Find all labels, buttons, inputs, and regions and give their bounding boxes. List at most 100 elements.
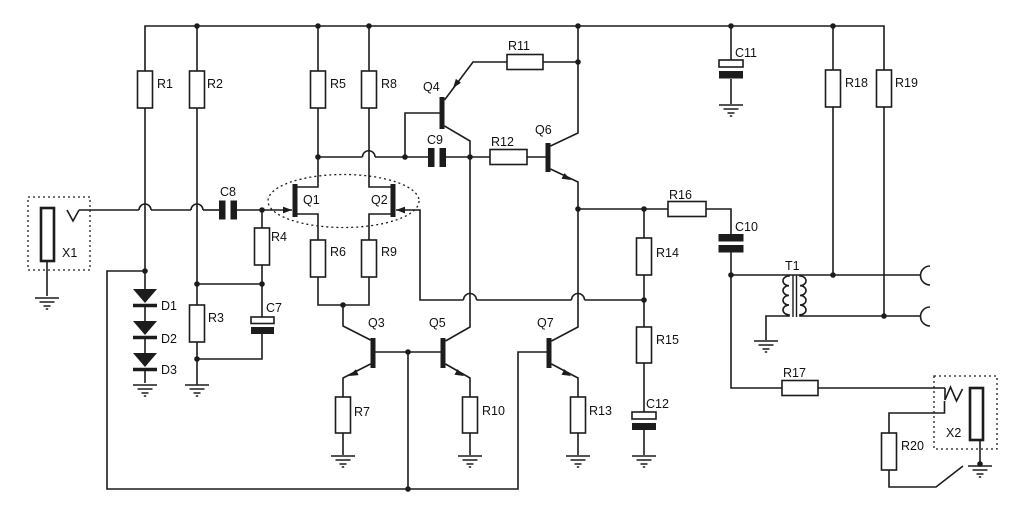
wires [79,25,981,490]
wire [144,25,885,72]
resistor-R18: R18 [824,69,868,108]
label-R10: R10 [482,404,505,418]
capacitor-C10: C10 [718,220,758,253]
diode-D1: D1 [133,289,177,313]
label-R7: R7 [354,405,370,419]
connector-X2: X2 [933,375,998,450]
resistor-R5: R5 [309,70,346,109]
jack-tip-contact [66,209,80,223]
resistor-R3: R3 [188,304,224,343]
junction-dot [405,486,411,492]
wire [368,213,391,240]
wire [706,208,732,234]
wire [297,108,319,188]
label-Q1: Q1 [303,193,320,207]
wire [888,401,946,433]
junction-dot [728,272,734,278]
connector-outline [27,196,91,271]
label-R14: R14 [656,246,679,260]
ground-icon [457,455,483,468]
wire [888,465,964,488]
junction-dot [340,302,346,308]
wire [445,363,471,397]
junction-dot [194,23,200,29]
wire [551,363,579,397]
label-C8: C8 [220,185,236,199]
label-R19: R19 [895,76,918,90]
resistor-R16: R16 [667,188,707,218]
label-X1: X1 [62,246,77,260]
ground-icon [132,384,158,397]
resistor-R1: R1 [136,70,173,109]
junction-dot [259,207,265,213]
label-D1: D1 [161,299,177,313]
junction-dot [977,461,983,467]
junction-dot [259,281,265,287]
transistor-Q4: Q4 [423,78,461,129]
transistors: Q1 Q2 Q3 Q5 Q7 Q6 [267,78,571,376]
resistor-R17: R17 [781,366,819,397]
resistor-R4: R4 [253,227,287,266]
junction-dot [575,59,581,65]
label-R16: R16 [669,188,692,202]
junction-dot [881,313,887,319]
junction-dot [405,349,411,355]
junction-dot [641,297,647,303]
wire [551,209,579,342]
junction-dot [830,272,836,278]
primary-coil [765,275,790,340]
junction-dot [575,206,581,212]
resistor-R6: R6 [309,239,346,278]
label-Q5: Q5 [429,316,446,330]
transistor-Q3: Q3 [349,316,385,376]
ground-icon [967,465,993,478]
wire [550,26,579,147]
wire [297,213,319,240]
ground-icon [565,455,591,468]
junction-dot [641,206,647,212]
resistor-R11: R11 [506,39,544,71]
label-R18: R18 [845,76,868,90]
label-R1: R1 [157,77,173,91]
label-T1: T1 [785,259,800,273]
wire [342,433,579,455]
resistor-R14: R14 [635,237,679,276]
label-Q7: Q7 [537,316,554,330]
transistor-Q7: Q7 [537,316,571,376]
junction-dot [315,154,321,160]
label-R2: R2 [207,77,223,91]
output-terminal-icon [919,306,931,327]
wire [197,334,263,360]
wire [106,270,547,490]
transistor-Q6: Q6 [535,123,571,180]
junction-dot [575,23,581,29]
junction-dot [467,154,473,160]
label-Q4: Q4 [423,80,440,94]
wire [445,157,471,342]
label-D3: D3 [161,363,177,377]
junction-dot [142,268,148,274]
junction-dot [366,23,372,29]
resistor-R15: R15 [635,326,679,364]
label-C11: C11 [735,46,757,60]
junction-dot [194,281,200,287]
junction-dot [830,23,836,29]
label-Q3: Q3 [368,316,385,330]
output-terminal-icon [919,265,931,286]
wire [730,275,782,389]
ground-icon [184,384,210,397]
connector-X1: X1 [27,196,91,271]
junction-dot [194,356,200,362]
hop-icon [138,203,152,211]
resistor-R20: R20 [880,432,924,471]
capacitor-C9: C9 [427,133,446,167]
label-Q2: Q2 [371,193,388,207]
wire [368,108,391,188]
transformer-T1: T1 [765,259,921,340]
capacitor-C12: C12 [631,397,669,430]
jfet-Q1: Q1 [283,184,320,217]
jfet-Q2: Q2 [371,184,405,217]
resistor-R8: R8 [360,70,397,109]
junction-dot [402,154,408,160]
label-R17: R17 [783,366,806,380]
